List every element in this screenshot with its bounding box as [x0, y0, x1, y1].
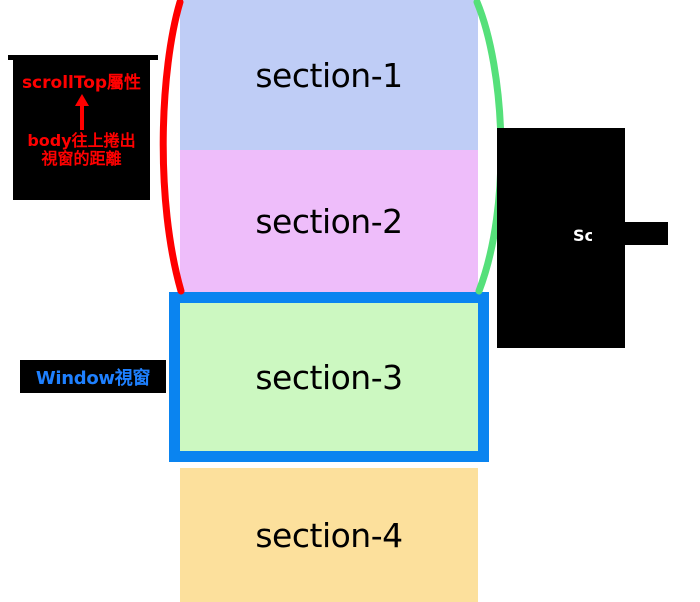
section-2-block: section-2: [180, 150, 478, 292]
scrolltop-description: body往上捲出 視窗的距離: [27, 131, 136, 169]
scrolltop-annotation: scrollTop屬性 body往上捲出 視窗的距離: [13, 57, 150, 200]
section-3-label: section-3: [255, 357, 403, 397]
section-1-block: section-1: [180, 0, 478, 150]
section-4-block: section-4: [180, 468, 478, 602]
up-arrow-icon: [13, 92, 150, 132]
section-1-label: section-1: [255, 55, 403, 95]
scrollheight-occluder-bar: [592, 222, 668, 245]
section-4-label: section-4: [255, 515, 403, 555]
scrolltop-title: scrollTop屬性: [21, 73, 142, 93]
window-viewport-label-text: Window視窗: [35, 367, 151, 389]
section-2-label: section-2: [255, 201, 403, 241]
left-brace-arc-icon: [159, 0, 185, 295]
window-viewport-label: Window視窗: [20, 360, 166, 393]
section-3-block: section-3: [180, 303, 478, 451]
window-viewport-frame: section-3: [169, 292, 489, 462]
